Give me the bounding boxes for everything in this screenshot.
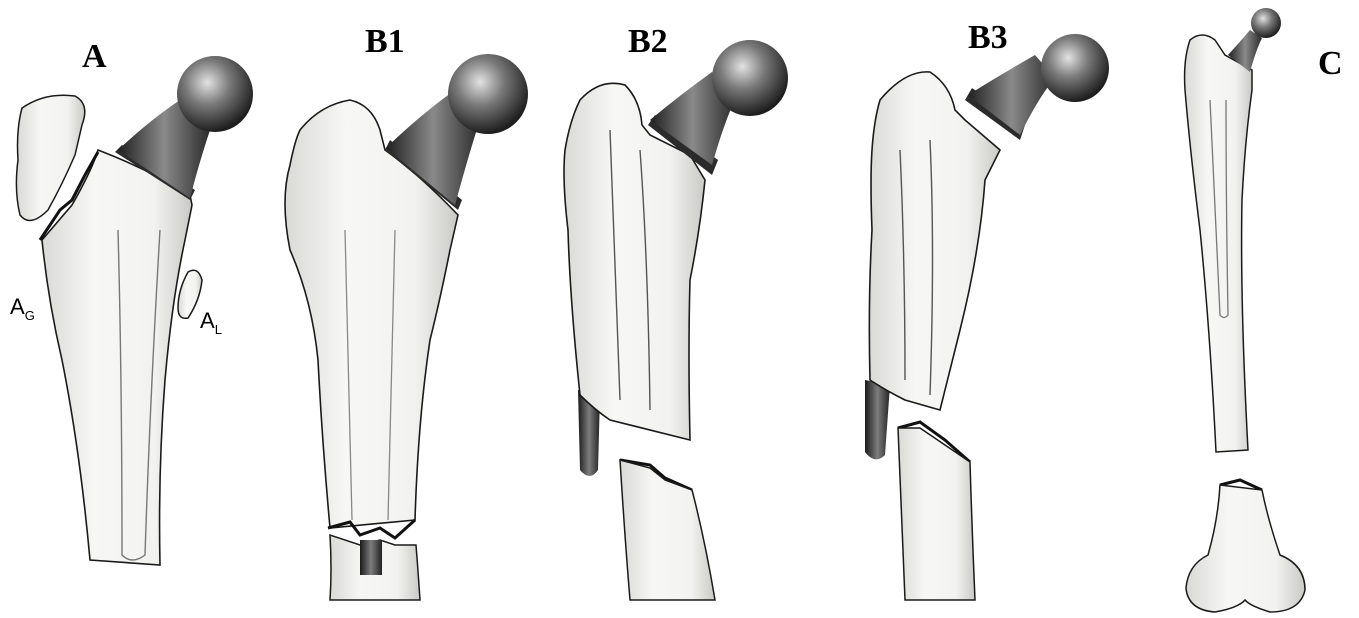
panel-c: C	[1185, 8, 1343, 612]
panel-b2: B2	[564, 23, 788, 600]
panel-b3: B3	[865, 19, 1109, 600]
femoral-head-b1	[448, 54, 528, 134]
label-greater-trochanter: AG	[10, 294, 35, 323]
distal-fragment-b2	[620, 460, 715, 600]
distal-femur-c	[1186, 485, 1305, 612]
panel-label-c: C	[1318, 45, 1343, 82]
femur-proximal-a	[42, 150, 192, 565]
stem-tip-b1	[360, 540, 382, 575]
panel-label-b3: B3	[968, 19, 1008, 56]
distal-fragment-b3	[898, 428, 975, 600]
femur-proximal-c	[1185, 35, 1252, 452]
femoral-head-b2	[712, 40, 788, 116]
label-lesser-trochanter: AL	[200, 308, 222, 337]
panel-label-a: A	[82, 38, 107, 75]
lesser-trochanter-fragment	[178, 270, 202, 318]
panel-b1: B1	[285, 23, 528, 600]
stem-exposed-b3	[865, 380, 890, 459]
femoral-head-a	[177, 56, 253, 132]
panel-a: A AG AL	[10, 38, 253, 565]
panel-label-b2: B2	[628, 23, 668, 60]
femur-proximal-b3	[869, 72, 1000, 410]
panel-label-b1: B1	[365, 23, 405, 60]
femoral-head-c	[1251, 8, 1281, 38]
femoral-head-b3	[1041, 34, 1109, 102]
